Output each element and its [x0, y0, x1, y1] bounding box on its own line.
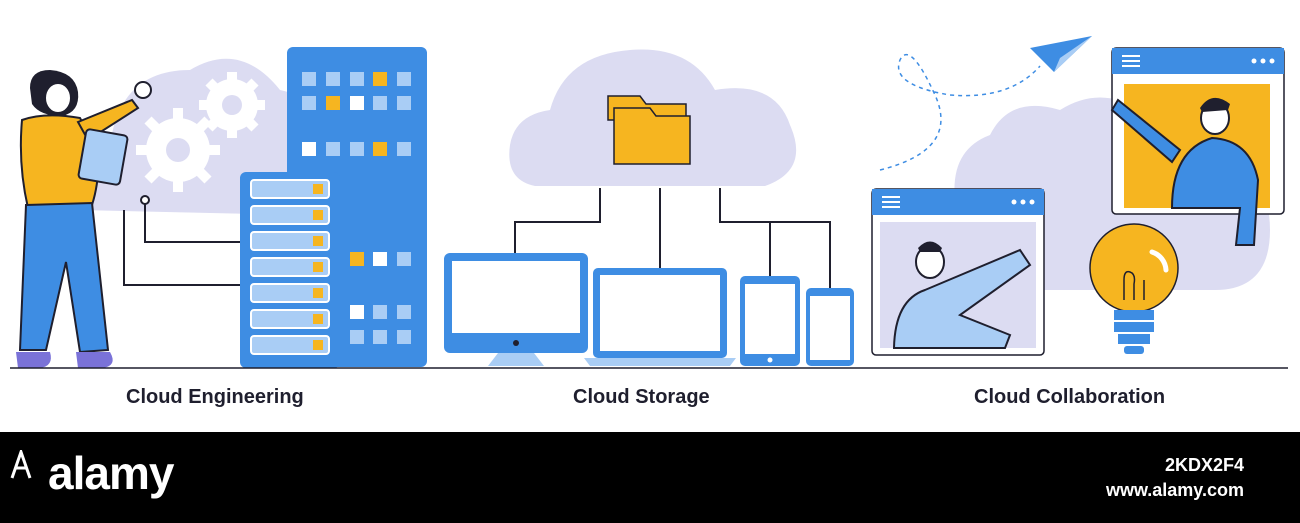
- gear-icon: [136, 72, 265, 192]
- footer-bar: [0, 432, 1300, 523]
- phone-icon: [806, 288, 854, 366]
- video-window-man: [1110, 47, 1285, 246]
- cloud-collaboration-scene: [871, 36, 1285, 356]
- cloud-engineering-scene: [16, 47, 427, 368]
- server-unit-stack: [240, 172, 340, 368]
- connection-lines-middle: [514, 188, 831, 288]
- image-id: 2KDX2F4: [1164, 455, 1244, 475]
- caption-cloud-storage: Cloud Storage: [573, 386, 710, 408]
- tablet-icon: [740, 276, 800, 366]
- caption-cloud-engineering: Cloud Engineering: [126, 386, 304, 408]
- paper-plane-icon: [1030, 36, 1092, 72]
- cloud-storage-scene: [444, 49, 854, 366]
- laptop-icon: [584, 268, 736, 366]
- connection-lines-left: [123, 195, 240, 286]
- folder-icon: [607, 95, 691, 165]
- monitor-icon: [444, 253, 588, 366]
- illustration: [10, 36, 1288, 369]
- light-bulb-icon: [1089, 223, 1179, 354]
- video-window-woman: [871, 188, 1045, 356]
- alamy-logo-icon: [10, 450, 32, 479]
- caption-cloud-collaboration: Cloud Collaboration: [974, 386, 1166, 408]
- woman-with-tablet: [16, 70, 152, 368]
- alamy-logo: alamy: [48, 447, 174, 499]
- flight-path-dashed: [879, 54, 1041, 171]
- site-url: www.alamy.com: [1105, 480, 1244, 500]
